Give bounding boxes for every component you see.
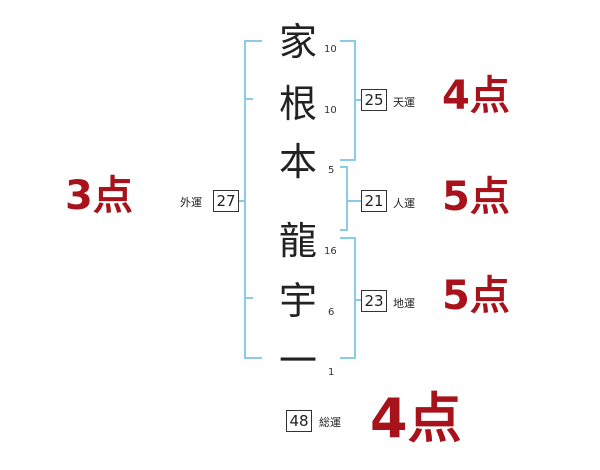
jinun-value-box: 21: [361, 190, 387, 212]
outer-bracket: [244, 40, 262, 359]
stroke-count-5: 6: [328, 307, 335, 318]
chiun-score: 5点: [442, 273, 510, 319]
stroke-count-2: 10: [324, 105, 337, 116]
jinun-score: 5点: [442, 174, 510, 220]
tenun-score: 4点: [442, 73, 510, 119]
tenun-label: 天運: [393, 96, 415, 109]
jinun-bracket: [340, 166, 348, 231]
name-char-2: 根: [278, 82, 317, 126]
stroke-count-6: 1: [328, 367, 335, 378]
souun-label: 総運: [319, 416, 341, 429]
tenun-bracket: [340, 40, 356, 161]
chiun-label: 地運: [393, 297, 415, 310]
name-char-4: 龍: [278, 219, 317, 263]
name-char-3: 本: [278, 140, 317, 184]
chiun-bracket: [340, 237, 356, 359]
name-char-5: 宇: [278, 279, 317, 323]
tenun-value-box: 25: [361, 89, 387, 111]
name-char-6: 一: [278, 339, 317, 383]
souun-score: 4点: [370, 387, 462, 450]
stroke-count-3: 5: [328, 165, 335, 176]
stroke-count-1: 10: [324, 44, 337, 55]
gaiun-score: 3点: [65, 173, 133, 219]
gaiun-value-box: 27: [213, 190, 239, 212]
souun-value-box: 48: [286, 410, 312, 432]
gaiun-label: 外運: [180, 196, 202, 209]
stroke-count-4: 16: [324, 246, 337, 257]
name-char-1: 家: [278, 20, 317, 64]
chiun-value-box: 23: [361, 290, 387, 312]
jinun-label: 人運: [393, 197, 415, 210]
